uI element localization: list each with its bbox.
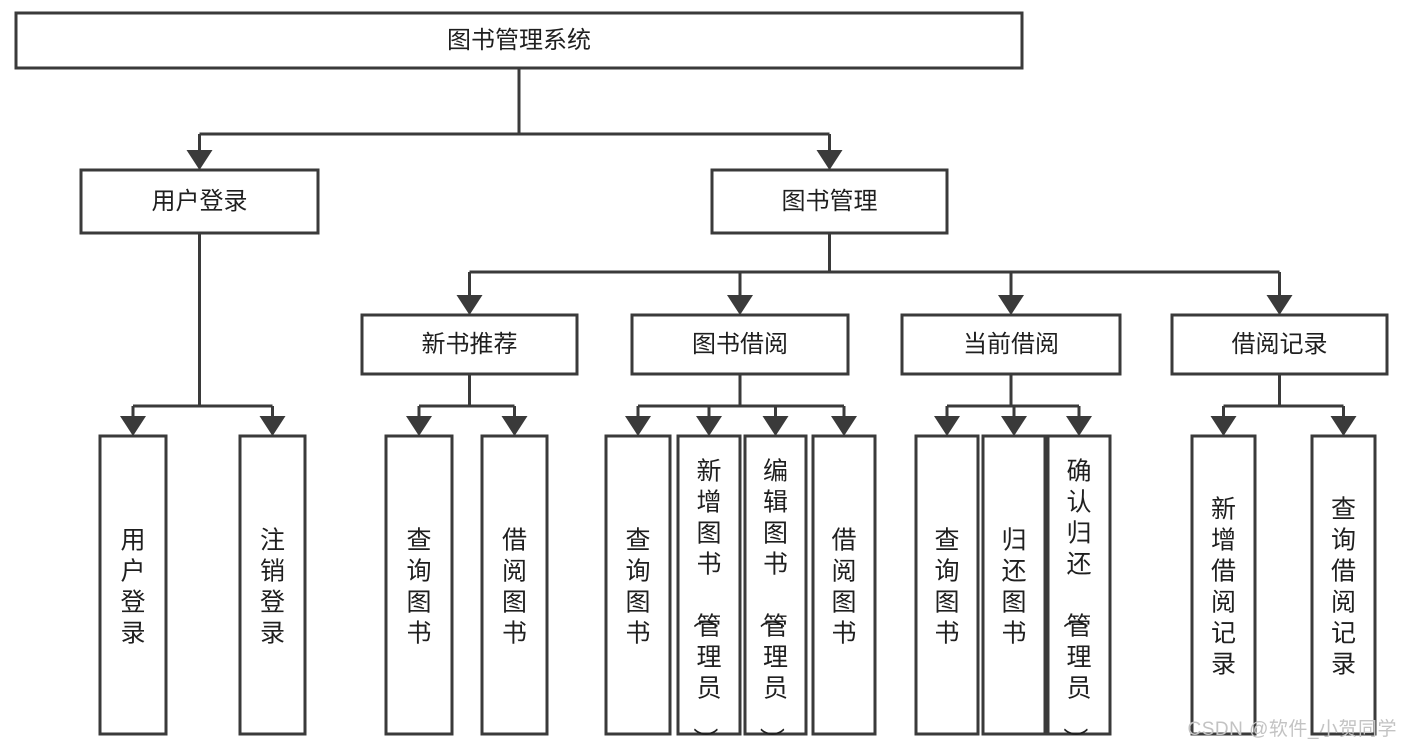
node-label: 借阅图书 <box>502 526 527 647</box>
node-label: 查询图书 <box>406 526 431 647</box>
node-leaf-add-record[interactable]: 新增借阅记录 <box>1190 434 1257 736</box>
node-label: 查询借阅记录 <box>1331 495 1356 678</box>
node-leaf-query-book-1[interactable]: 查询图书 <box>384 434 454 736</box>
node-label: 新增借阅记录 <box>1211 495 1236 678</box>
connector-group <box>1210 374 1357 436</box>
node-box[interactable] <box>1170 313 1389 376</box>
node-box[interactable] <box>79 168 320 235</box>
connector-group <box>456 233 1293 315</box>
node-box[interactable] <box>480 434 549 736</box>
connector-group <box>120 233 286 436</box>
watermark: CSDN @软件_小贺同学 <box>1187 719 1397 740</box>
node-leaf-borrow-book-2[interactable]: 借阅图书 <box>811 434 877 736</box>
node-box[interactable] <box>900 313 1122 376</box>
node-box[interactable] <box>14 11 1024 70</box>
connector-group <box>625 374 857 436</box>
node-label: 编辑图书（管理员） <box>757 457 788 747</box>
node-leaf-borrow-book-1[interactable]: 借阅图书 <box>480 434 549 736</box>
connector-group <box>186 68 843 170</box>
node-box[interactable] <box>676 434 742 736</box>
node-leaf-query-book-3[interactable]: 查询图书 <box>914 434 980 736</box>
node-label: 图书借阅 <box>692 331 788 358</box>
node-current-borrow[interactable]: 当前借阅 <box>900 313 1122 376</box>
node-box[interactable] <box>1310 434 1377 736</box>
node-leaf-query-book-2[interactable]: 查询图书 <box>604 434 672 736</box>
node-box[interactable] <box>98 434 168 736</box>
node-box[interactable] <box>238 434 307 736</box>
node-box[interactable] <box>743 434 808 736</box>
node-box[interactable] <box>630 313 850 376</box>
node-label: 新书推荐 <box>422 331 518 358</box>
node-box[interactable] <box>1190 434 1257 736</box>
node-label: 新增图书（管理员） <box>690 457 721 747</box>
node-label: 借阅记录 <box>1232 331 1328 358</box>
node-box[interactable] <box>1046 434 1112 736</box>
node-leaf-query-record[interactable]: 查询借阅记录 <box>1310 434 1377 736</box>
node-box[interactable] <box>981 434 1047 736</box>
connector-group <box>406 374 528 436</box>
node-box[interactable] <box>914 434 980 736</box>
node-box[interactable] <box>604 434 672 736</box>
node-leaf-confirm-return[interactable]: 确认归还（管理员） <box>1046 434 1112 747</box>
node-label: 查询图书 <box>934 526 959 647</box>
node-label: 注销登录 <box>260 526 285 647</box>
connector-group <box>934 374 1092 436</box>
node-label: 借阅图书 <box>831 526 856 647</box>
node-user-login[interactable]: 用户登录 <box>79 168 320 235</box>
node-book-borrow[interactable]: 图书借阅 <box>630 313 850 376</box>
node-root[interactable]: 图书管理系统 <box>14 11 1024 70</box>
node-label: 确认归还（管理员） <box>1060 457 1091 747</box>
node-label: 查询图书 <box>625 526 650 647</box>
node-label: 图书管理系统 <box>447 27 591 54</box>
node-leaf-return-book[interactable]: 归还图书 <box>981 434 1047 736</box>
node-leaf-user-logout[interactable]: 注销登录 <box>238 434 307 736</box>
node-borrow-record[interactable]: 借阅记录 <box>1170 313 1389 376</box>
node-label: 用户登录 <box>120 526 145 647</box>
node-box[interactable] <box>360 313 579 376</box>
node-box[interactable] <box>384 434 454 736</box>
node-label: 用户登录 <box>152 188 248 215</box>
node-leaf-user-login[interactable]: 用户登录 <box>98 434 168 736</box>
node-box[interactable] <box>811 434 877 736</box>
node-box[interactable] <box>710 168 949 235</box>
node-label: 归还图书 <box>1001 526 1026 647</box>
node-layer: 图书管理系统用户登录图书管理新书推荐图书借阅当前借阅借阅记录用户登录注销登录查询… <box>14 11 1389 747</box>
node-label: 图书管理 <box>782 188 878 215</box>
node-leaf-add-book[interactable]: 新增图书（管理员） <box>676 434 742 747</box>
node-new-book-rec[interactable]: 新书推荐 <box>360 313 579 376</box>
node-label: 当前借阅 <box>963 331 1059 358</box>
connector-layer <box>120 68 1357 436</box>
node-leaf-edit-book[interactable]: 编辑图书（管理员） <box>743 434 808 747</box>
node-book-manage[interactable]: 图书管理 <box>710 168 949 235</box>
